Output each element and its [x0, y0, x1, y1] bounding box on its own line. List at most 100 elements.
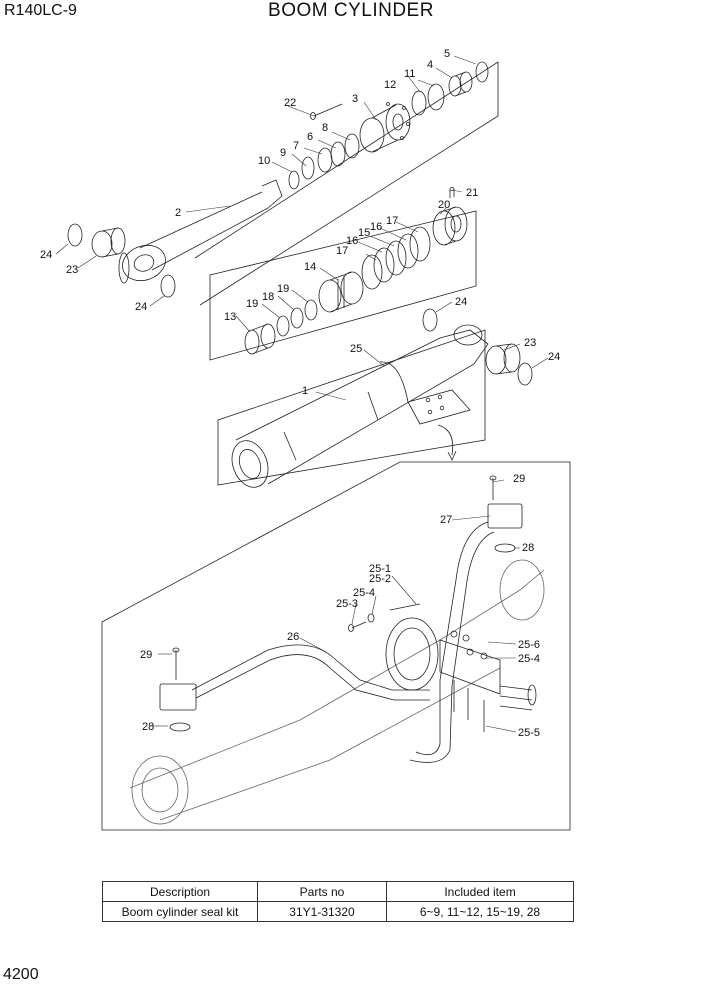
cell-parts-no: 31Y1-31320	[257, 901, 387, 922]
bushing-23-right	[485, 343, 521, 375]
callout-23-a: 23	[66, 264, 78, 276]
callout-8: 8	[322, 122, 328, 134]
o-ring-28-left	[169, 722, 191, 732]
callout-4: 4	[427, 59, 433, 71]
model-code: R140LC-9	[4, 2, 77, 19]
ring-10	[288, 170, 300, 190]
plate-25-6	[439, 630, 501, 695]
callout-6: 6	[307, 131, 313, 143]
callout-19-a: 19	[246, 298, 258, 310]
callout-27: 27	[440, 514, 452, 526]
cylinder-tube	[231, 324, 489, 488]
bolt-22	[313, 103, 343, 117]
callout-12: 12	[384, 79, 396, 91]
ring-9	[301, 156, 315, 180]
clamp-25-1	[385, 603, 439, 691]
callout-28-a: 28	[522, 542, 534, 554]
frame-piping-detail	[101, 461, 571, 831]
frame-piston-group	[209, 210, 477, 361]
callout-25-2: 25-2	[369, 573, 391, 585]
cell-description: Boom cylinder seal kit	[102, 901, 258, 922]
callout-11: 11	[404, 68, 415, 80]
ring-11	[427, 83, 445, 111]
ring-18	[290, 307, 304, 329]
page-number: 4200	[3, 966, 39, 983]
bolt-25-3	[351, 621, 367, 629]
callout-24-b: 24	[135, 301, 147, 313]
ring-12	[411, 90, 427, 116]
callout-17-b: 17	[386, 215, 398, 227]
seal-24-d	[517, 362, 533, 386]
ring-17-b	[409, 226, 431, 262]
bushing-23-left	[91, 227, 126, 258]
callout-10: 10	[258, 155, 270, 167]
ring-16-a	[373, 247, 395, 283]
callout-16-b: 16	[370, 221, 382, 233]
callout-29-b: 29	[140, 649, 152, 661]
callout-25-6: 25-6	[518, 639, 540, 651]
wiper-5	[475, 61, 489, 83]
callout-20: 20	[438, 199, 450, 211]
bolts-25-5	[453, 680, 537, 732]
bushing-4	[448, 71, 473, 97]
callout-22: 22	[284, 97, 296, 109]
callout-16-a: 16	[346, 235, 358, 247]
callout-14: 14	[304, 261, 316, 273]
callout-25-1: 25-1	[369, 563, 391, 575]
callout-13: 13	[224, 311, 236, 323]
page-title: BOOM CYLINDER	[268, 0, 434, 21]
washer-25-4	[367, 613, 375, 623]
callout-1: 1	[302, 385, 308, 397]
callout-25-4-b: 25-4	[518, 653, 540, 665]
column-header-parts-no: Parts no	[257, 881, 387, 902]
piston-rod	[118, 179, 283, 284]
callout-25: 25	[350, 343, 362, 355]
pipe-26	[191, 644, 430, 701]
ring-16-b	[397, 233, 419, 269]
callout-24-a: 24	[40, 249, 52, 261]
callout-5: 5	[444, 48, 450, 60]
ring-8	[344, 133, 360, 159]
callout-24-c: 24	[455, 296, 467, 308]
callout-9: 9	[280, 147, 286, 159]
flange-27	[487, 503, 523, 529]
callout-labels: 2 3 22 10 9 7 6 8 12 11 4 5 21 20 24 23 …	[40, 48, 560, 739]
table-row: Boom cylinder seal kit 31Y1-31320 6~9, 1…	[102, 901, 574, 922]
callout-23-b: 23	[524, 337, 536, 349]
ring-19-a	[276, 315, 290, 337]
piston-14	[318, 271, 364, 313]
callout-18: 18	[262, 291, 274, 303]
frame-rod-group	[194, 61, 499, 306]
callout-21: 21	[466, 187, 478, 199]
cushion-13	[244, 323, 276, 355]
callout-7: 7	[293, 140, 299, 152]
callout-24-d: 24	[548, 351, 560, 363]
cell-included-item: 6~9, 11~12, 15~19, 28	[386, 901, 574, 922]
ring-6	[330, 141, 346, 167]
callout-25-4-a: 25-4	[353, 587, 375, 599]
callout-15: 15	[358, 227, 370, 239]
callout-17-a: 17	[336, 245, 348, 257]
seal-24-c	[422, 308, 438, 332]
table-header-row: Description Parts no Included item	[102, 881, 574, 902]
o-ring-28-top	[494, 543, 516, 553]
ring-17-a	[361, 254, 383, 290]
ring-19-b	[304, 299, 318, 321]
column-header-included-item: Included item	[386, 881, 574, 902]
ring-15	[385, 240, 407, 276]
seal-24-b	[160, 274, 176, 298]
seal-kit-table: Description Parts no Included item Boom …	[102, 881, 574, 922]
seal-24-a	[67, 223, 83, 247]
callout-28-b: 28	[142, 721, 154, 733]
callout-2: 2	[175, 207, 181, 219]
callout-25-5: 25-5	[518, 727, 540, 739]
callout-26: 26	[287, 631, 299, 643]
flange-29-left	[159, 683, 197, 711]
callout-19-b: 19	[277, 283, 289, 295]
pipe-27	[409, 521, 495, 763]
callout-29-a: 29	[513, 473, 525, 485]
clamp-25	[379, 361, 471, 425]
callout-3: 3	[352, 93, 358, 105]
ring-7	[317, 147, 333, 173]
